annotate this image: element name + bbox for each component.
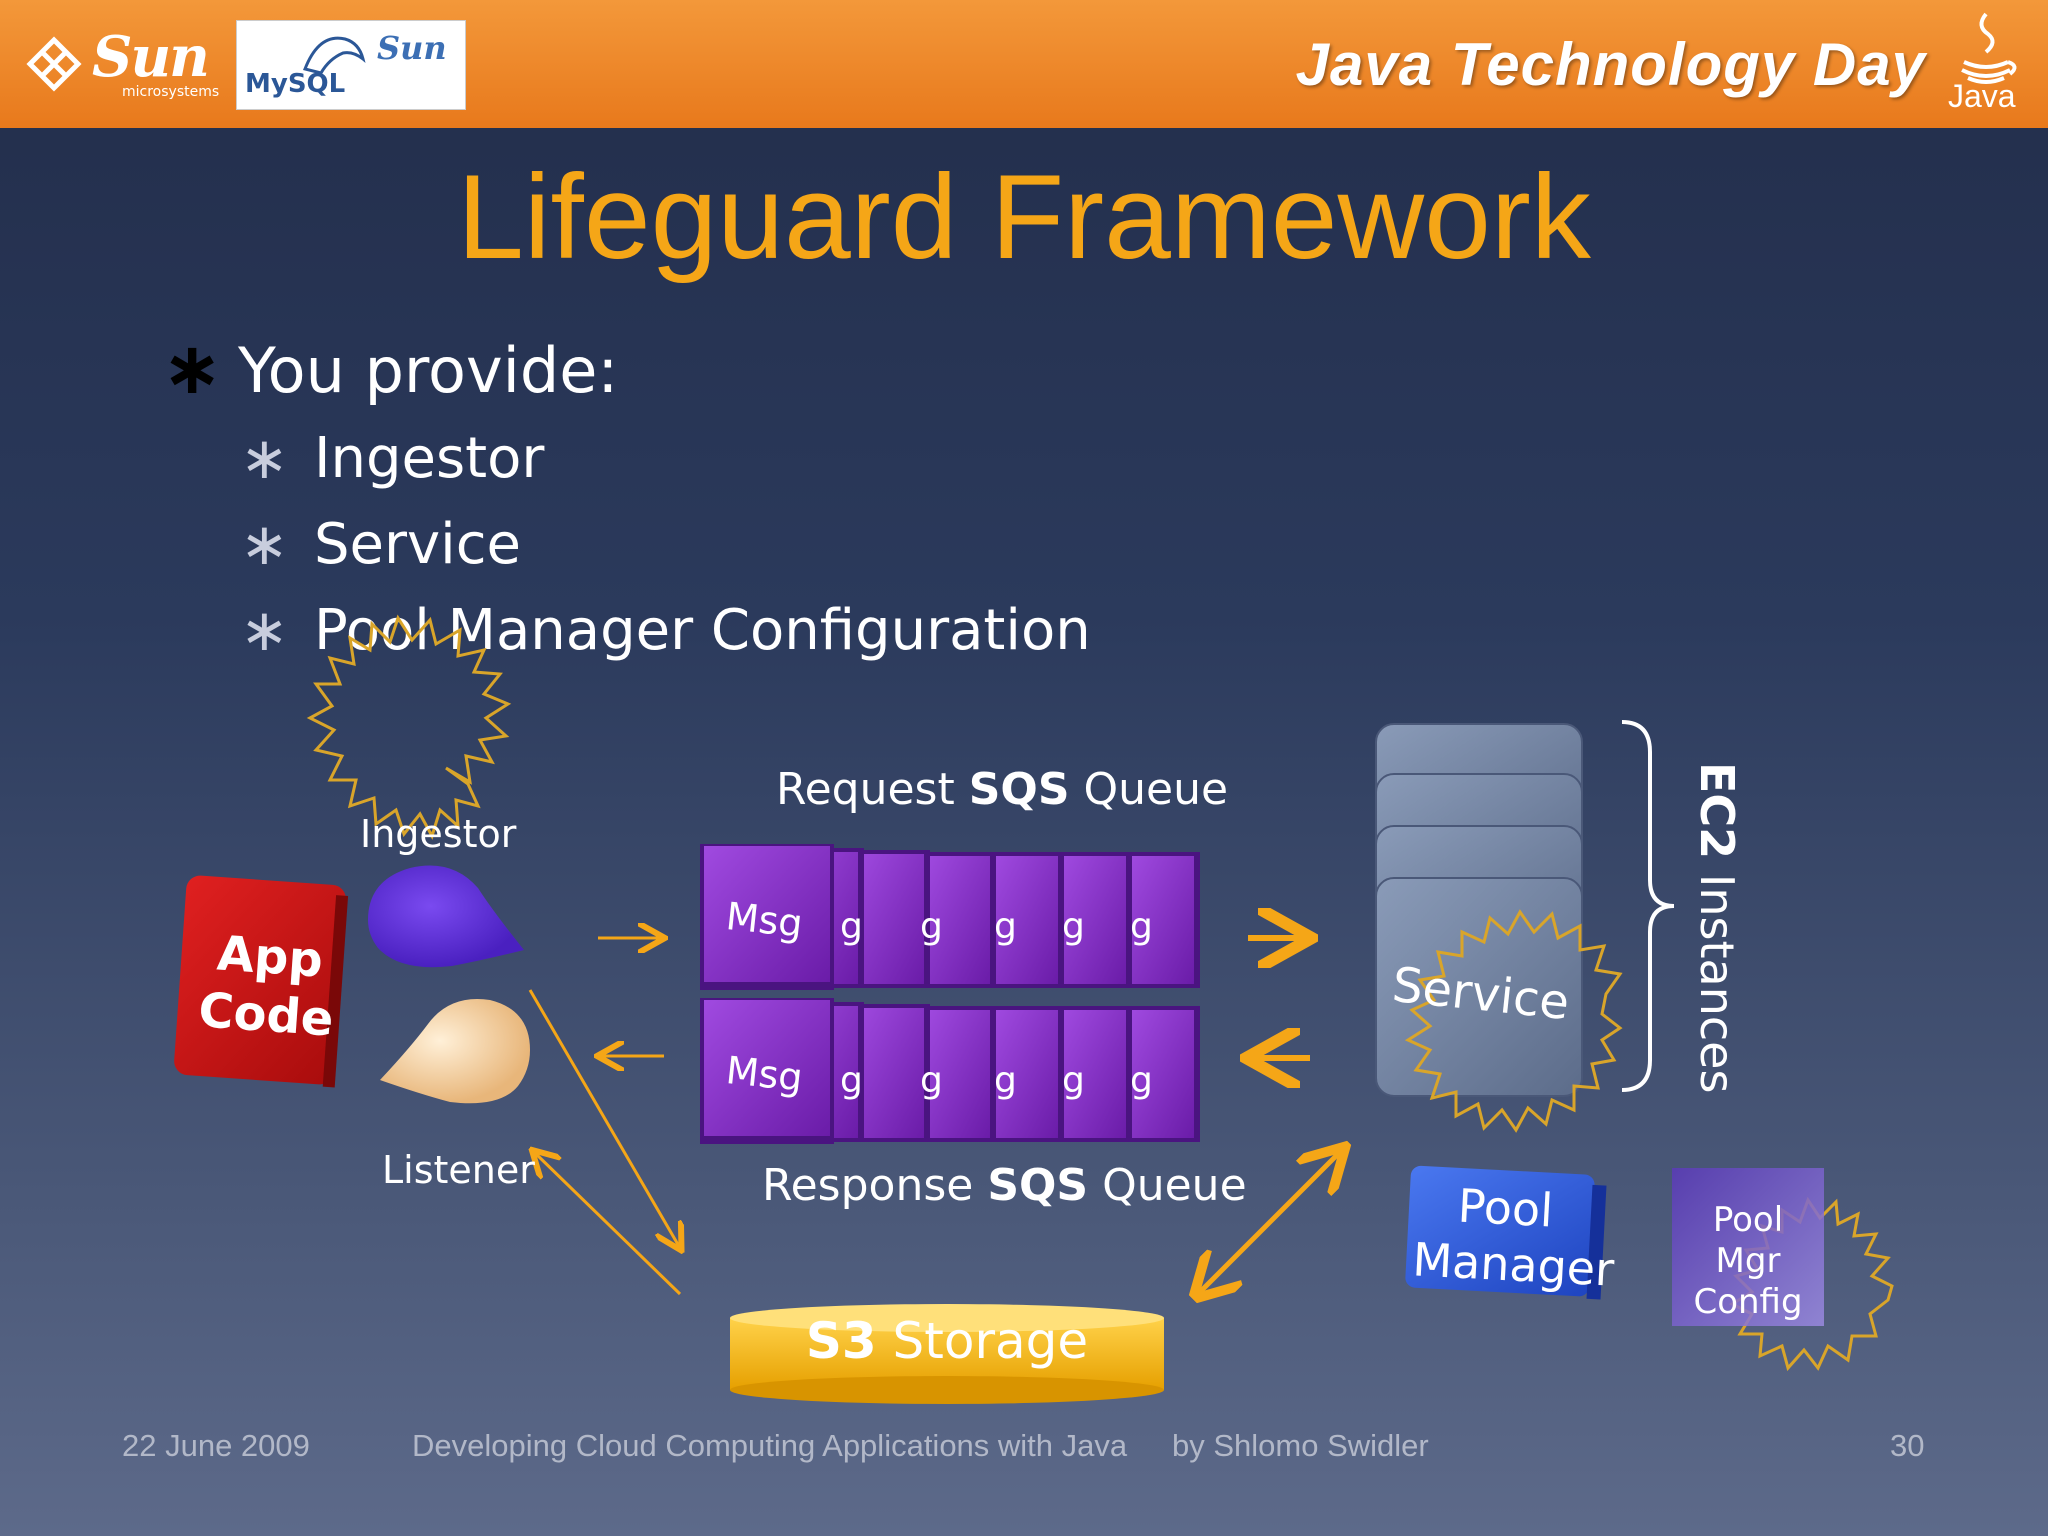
- java-cup-icon: [1961, 12, 2017, 84]
- request-queue-suffix: Queue: [1069, 764, 1229, 815]
- ec2-instance-stack: [1375, 723, 1583, 1097]
- response-msg-partial: g: [920, 1060, 943, 1101]
- flow-arrows: [530, 938, 1342, 1294]
- sub-bullet-ingestor: Ingestor: [314, 426, 545, 491]
- request-queue-label: Request SQS Queue: [776, 764, 1228, 815]
- s3-storage-cylinder: [730, 1304, 1164, 1404]
- pool-mgr-config-line-3: Config: [1693, 1282, 1803, 1322]
- arrow-ingestor-to-s3: [528, 989, 680, 1248]
- ec2-brace: [1621, 720, 1675, 1092]
- ingestor-icon: [368, 865, 524, 968]
- bullet-main: You provide:: [238, 334, 619, 407]
- mysql-sun-text: Sun: [377, 29, 447, 67]
- header-bar: Sun microsystems MySQL Sun Java Technolo…: [0, 0, 2048, 128]
- sub-bullet-asterisk: ∗: [240, 424, 289, 492]
- request-queue-sqs: SQS: [968, 764, 1070, 815]
- footer-author: by Shlomo Swidler: [1172, 1428, 1429, 1463]
- sun-logo-subtext: microsystems: [122, 84, 220, 100]
- java-logo-text: Java: [1948, 78, 2016, 114]
- listener-label: Listener: [382, 1148, 535, 1192]
- sun-logo: Sun microsystems: [26, 24, 226, 104]
- request-msg-partial: g: [840, 906, 863, 947]
- pool-mgr-config-line-2: Mgr: [1715, 1241, 1781, 1281]
- app-code-box: [174, 875, 349, 1088]
- mysql-sun-logo: MySQL Sun: [236, 20, 466, 110]
- pool-manager-label: Pool Manager: [1411, 1175, 1616, 1297]
- app-code-label: App Code: [194, 923, 342, 1048]
- request-msg-label: Msg: [723, 894, 805, 946]
- response-queue-messages: [700, 998, 1200, 1144]
- response-msg-partial: g: [1130, 1060, 1153, 1101]
- mysql-logo-text: MySQL: [245, 69, 346, 99]
- ec2-label-bold: EC2: [1690, 762, 1744, 860]
- app-code-line-1: App: [215, 925, 325, 989]
- request-queue-messages: [700, 844, 1200, 990]
- pool-manager-line-1: Pool: [1456, 1178, 1555, 1238]
- footer-talk-title: Developing Cloud Computing Applications …: [412, 1428, 1128, 1463]
- request-msg-partial: g: [1062, 906, 1085, 947]
- response-msg-partial: g: [1062, 1060, 1085, 1101]
- pool-mgr-config-line-1: Pool: [1712, 1200, 1784, 1240]
- response-msg-partial: g: [994, 1060, 1017, 1101]
- s3-storage-label: S3 Storage: [730, 1312, 1164, 1370]
- pool-manager-line-2: Manager: [1411, 1232, 1616, 1297]
- s3-label-bold: S3: [805, 1312, 877, 1370]
- s3-label-rest: Storage: [876, 1312, 1089, 1370]
- request-msg-partial: g: [1130, 906, 1153, 947]
- request-queue-prefix: Request: [776, 764, 969, 815]
- response-queue-suffix: Queue: [1088, 1160, 1247, 1211]
- ec2-instances-label: EC2 Instances: [1690, 762, 1744, 1093]
- ingestor-starburst: [306, 614, 512, 840]
- bullet-asterisk: ∗: [162, 326, 223, 410]
- response-msg-label: Msg: [723, 1048, 805, 1100]
- request-msg-partial: g: [920, 906, 943, 947]
- app-code-line-2: Code: [196, 982, 336, 1048]
- config-box: [1672, 1168, 1824, 1326]
- footer-date: 22 June 2009: [122, 1428, 310, 1463]
- sub-bullet-pool-config: Pool Manager Configuration: [314, 598, 1091, 663]
- slide-title: Lifeguard Framework: [457, 150, 1591, 284]
- sub-bullet-asterisk: ∗: [240, 596, 289, 664]
- service-starburst: [1404, 909, 1623, 1133]
- arrow-s3-service: [1200, 1150, 1342, 1292]
- event-title: Java Technology Day: [1295, 31, 1926, 98]
- footer-page-number: 30: [1890, 1428, 1925, 1463]
- response-queue-prefix: Response: [762, 1160, 988, 1211]
- response-msg-partial: g: [840, 1060, 863, 1101]
- sun-logo-text: Sun: [92, 24, 210, 90]
- arrow-s3-to-listener: [534, 1152, 682, 1296]
- response-queue-sqs: SQS: [987, 1160, 1089, 1211]
- pool-manager-box: [1405, 1165, 1607, 1300]
- sun-diamond-icon: [26, 36, 82, 92]
- response-queue-label: Response SQS Queue: [762, 1160, 1247, 1211]
- dolphin-icon: [302, 36, 366, 75]
- ec2-label-rest: Instances: [1690, 859, 1744, 1094]
- request-msg-partial: g: [994, 906, 1017, 947]
- ingestor-label: Ingestor: [360, 812, 517, 856]
- pool-mgr-config-label: Pool Mgr Config: [1672, 1200, 1824, 1323]
- sub-bullet-asterisk: ∗: [240, 510, 289, 578]
- listener-icon: [380, 999, 530, 1104]
- sub-bullet-service: Service: [314, 512, 521, 577]
